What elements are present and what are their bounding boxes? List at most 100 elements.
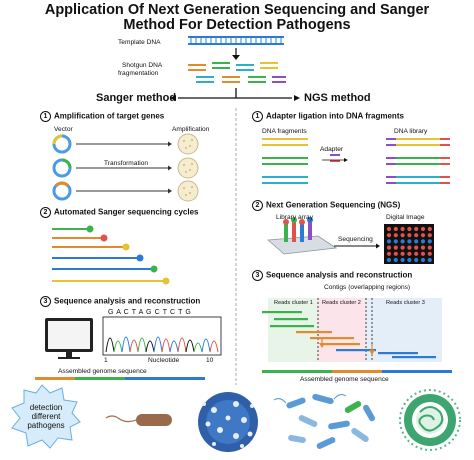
step-number: 3 [40,296,51,307]
monitor-icon [45,318,93,359]
detection-text-1: detection [29,403,63,412]
left-arrow-icon [170,95,176,101]
sanger-assembled-label: Assembled genome sequence [58,368,147,375]
image-dot [414,245,419,250]
image-dot [386,245,392,250]
step-number: 2 [252,200,263,211]
chromatogram-tick-start: 1 [104,357,108,364]
image-dot [386,257,392,263]
chromatogram-tick-end: 10 [206,357,214,364]
image-dot [420,245,426,250]
image-dot [400,257,405,263]
image-dot [414,251,419,256]
image-dot [393,226,398,232]
image-dot [420,239,426,244]
virus-icon [198,392,258,452]
detection-starburst [11,384,81,449]
image-dot [407,245,412,250]
chromatogram-axis-label: Nucleotide [148,357,180,364]
image-dot [407,257,412,263]
sanger-step2-text: Automated Sanger sequencing cycles [54,207,199,217]
cluster3-label: Reads cluster 3 [386,300,425,306]
image-dot [386,251,392,256]
image-dot [393,257,398,263]
bacillus-icon [105,414,172,426]
sanger-assembled-bar [35,377,205,380]
template-dna-strand [188,36,284,45]
ngs-step3-text: Sequence analysis and reconstruction [266,270,413,280]
chromatogram-bases: G A C T A G C T C T G [108,309,192,316]
vector-label: Vector [54,126,73,133]
image-dot [427,245,432,250]
image-dot [427,239,432,244]
ngs-fragments-label: DNA fragments [262,128,307,135]
split-arrows [178,88,292,99]
title-line-2: Method For Detection Pathogens [123,17,351,33]
step-number: 2 [40,207,51,218]
adapter-marks [322,154,348,162]
coronavirus-icon [399,389,461,451]
step-number: 3 [252,270,263,281]
image-dot [386,233,392,238]
petri-dishes [177,133,199,202]
amplification-label: Amplification [172,126,210,133]
image-dot [400,239,405,244]
read-clusters [262,311,436,359]
digital-image-label: Digital Image [386,214,425,221]
image-dot [393,233,398,238]
image-dot [427,233,432,238]
image-dot [407,239,412,244]
contig-panels [268,298,442,362]
detection-text-2: different [31,412,61,421]
ngs-method-heading: NGS method [304,92,371,104]
shotgun-fragments [188,62,286,83]
ngs-library-label: DNA library [394,128,428,135]
ngs-step1-text: Adapter ligation into DNA fragments [266,111,404,121]
image-dot [386,239,392,244]
image-dot [420,226,426,232]
ngs-assembled-label: Assembled genome sequence [300,376,389,383]
transformation-label: Transformation [104,160,149,167]
ngs-fragments [262,138,308,184]
contigs-label: Contigs (overlapping regions) [324,284,411,291]
library-array-label: Library array [276,214,314,221]
image-dot [400,245,405,250]
sequencing-label: Sequencing [338,236,373,243]
down-arrow-icon [232,48,240,60]
transformation-arrows [76,143,168,192]
image-dot [414,257,419,263]
step-number: 1 [40,111,51,122]
shotgun-label-2: fragmentation [118,70,159,77]
bacteria-cluster-icon [273,393,375,449]
image-dot [400,226,405,232]
cluster1-label: Reads cluster 1 [274,300,313,306]
sanger-cycles [52,225,170,285]
chromatogram [102,316,222,356]
image-dot [427,226,432,232]
image-dot [393,239,398,244]
ngs-step2-text: Next Generation Sequencing (NGS) [266,200,401,210]
image-dot [393,251,398,256]
image-dot [420,251,426,256]
image-dot [420,233,426,238]
shotgun-label-1: Shotgun DNA [122,62,163,69]
image-dot [386,226,392,232]
detection-text-3: pathogens [27,421,65,430]
step-number: 1 [252,111,263,122]
right-arrow-icon [294,95,300,101]
image-dot [414,226,419,232]
adapter-label: Adapter [320,146,344,153]
image-dot [407,233,412,238]
image-dot [414,233,419,238]
image-dot [427,251,432,256]
sequencing-arrow [334,243,380,249]
image-dot [420,257,426,263]
image-dot [407,226,412,232]
image-dot [427,257,432,263]
